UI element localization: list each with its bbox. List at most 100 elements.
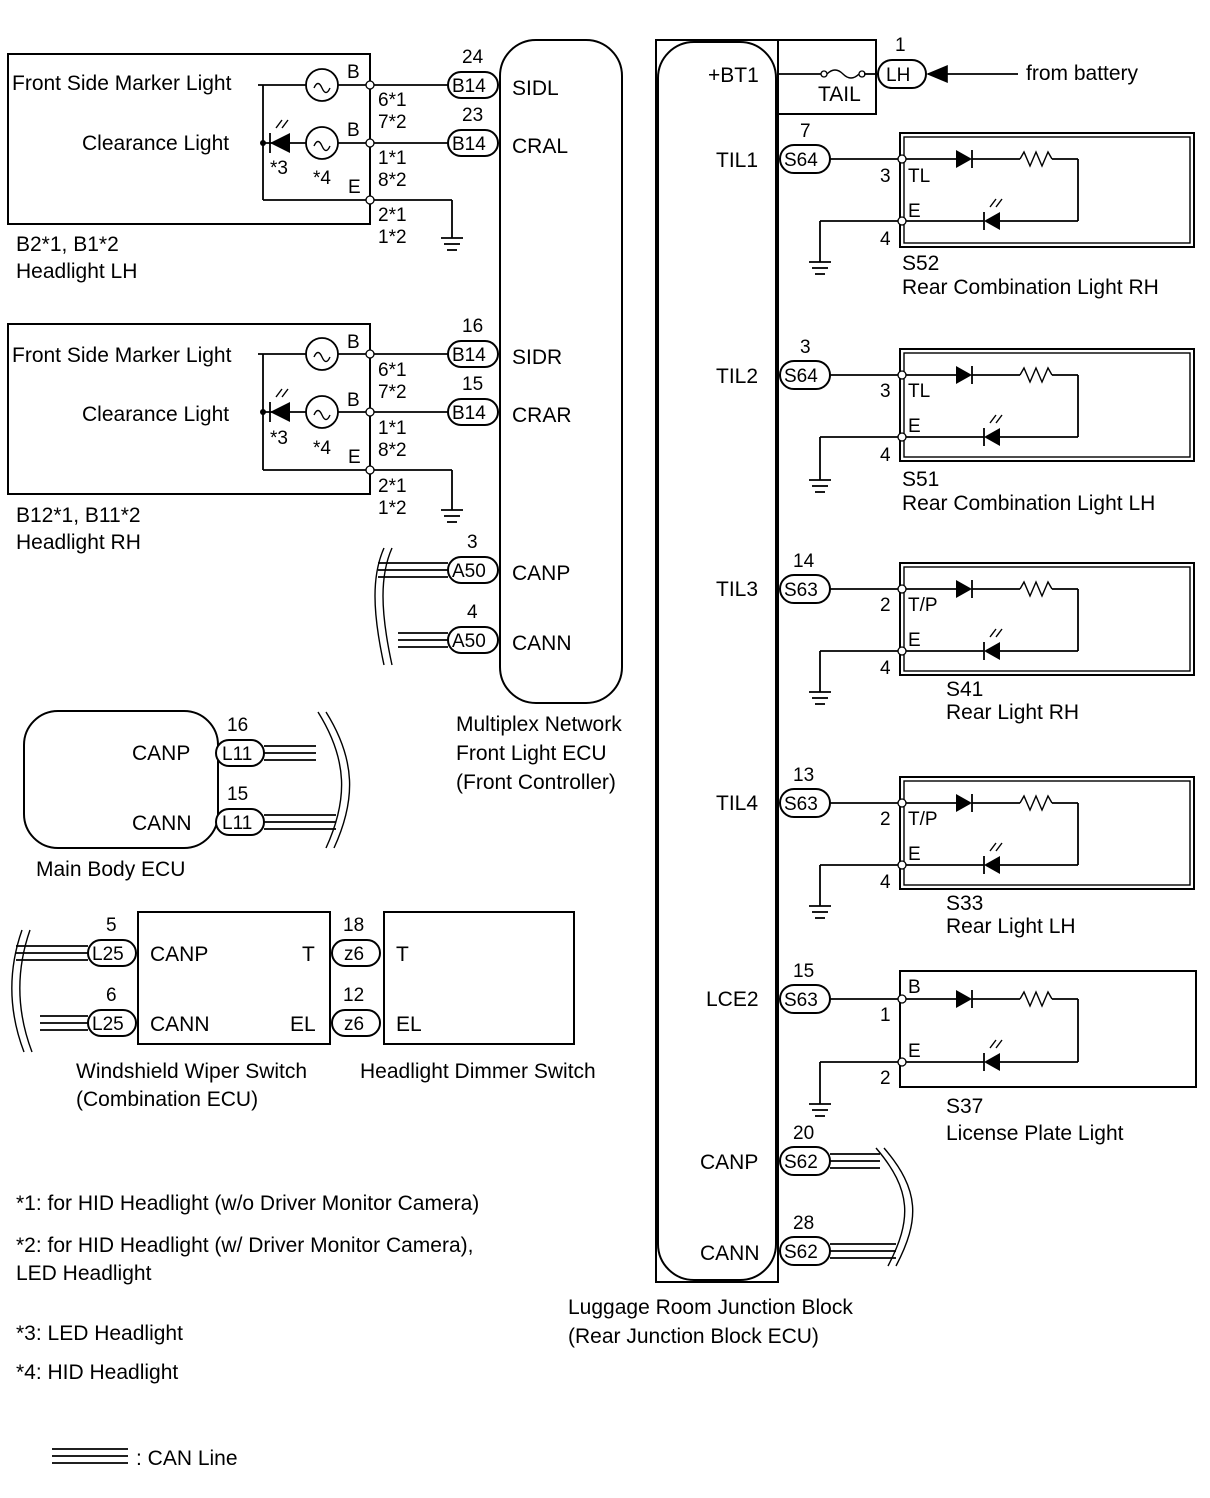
term-label: TL (908, 166, 930, 187)
jb-term-canp: CANP (700, 1151, 758, 1174)
light-code: S37 (946, 1095, 983, 1118)
term-label: B (908, 977, 921, 998)
front-light-ecu: SIDL CRAL SIDR CRAR CANP CANN Multiplex … (456, 39, 623, 794)
rear-jb-connectors: 7 S64 3 S64 14 S63 13 S63 15 S63 20 S62 … (779, 121, 914, 1267)
note-ref-4: *4 (313, 168, 331, 189)
term-label: E (908, 630, 921, 651)
pin-number: 6 (106, 985, 117, 1006)
pin-label: 1*1 (378, 148, 407, 169)
jb-term-til2: TIL2 (716, 365, 758, 388)
light-code: S51 (902, 468, 939, 491)
main-body-ecu: CANP CANN Main Body ECU 16 L11 15 L11 (23, 710, 351, 881)
headlight-rh: Front Side Marker Light Clearance Light … (7, 323, 463, 554)
connector-l25: L25 (92, 1014, 124, 1035)
connector-s63: S63 (784, 990, 818, 1011)
luggage-room-junction-block: +BT1 TIL1 TIL2 TIL3 TIL4 LCE2 CANP CANN … (568, 39, 853, 1348)
pin-number: 20 (793, 1123, 814, 1144)
light-code: S41 (946, 678, 983, 701)
pin-number: 7 (800, 121, 811, 142)
pin-number: 28 (793, 1213, 814, 1234)
from-battery-label: from battery (1026, 62, 1139, 85)
pin-label: 2 (880, 809, 891, 830)
headlight-rh-name: Headlight RH (16, 531, 141, 554)
wiper-term-canp: CANP (150, 943, 208, 966)
front-ecu-can-lines (374, 547, 448, 666)
wiper-term-el: EL (290, 1013, 316, 1036)
pin-label: 7*2 (378, 112, 407, 133)
connector-s62: S62 (784, 1242, 818, 1263)
connector-s64: S64 (784, 366, 818, 387)
windshield-wiper-switch: 5 L25 6 L25 CANP CANN T EL Windshield Wi… (11, 911, 331, 1111)
rear-combination-light-rh: 3 TL E 4 S52 Rear Combination Light RH (809, 132, 1195, 299)
front-ecu-connectors: 24 B14 23 B14 16 B14 15 B14 3 A50 4 A50 (447, 47, 499, 654)
pin-label: 7*2 (378, 382, 407, 403)
connector-s63: S63 (784, 580, 818, 601)
note-ref-3: *3 (270, 158, 288, 179)
term-e: E (348, 447, 361, 468)
headlight-lh: Front Side Marker Light Clearance Light … (7, 53, 463, 283)
pin-number: 15 (793, 961, 814, 982)
ecu-term-cann: CANN (512, 632, 572, 655)
pin-number: 15 (227, 784, 248, 805)
pin-number: 1 (895, 35, 906, 56)
term-e: E (348, 177, 361, 198)
note-ref-4: *4 (313, 438, 331, 459)
pin-number: 5 (106, 915, 117, 936)
dimmer-term-t: T (396, 943, 409, 966)
license-plate-light: 1 B E 2 S37 License Plate Light (809, 970, 1197, 1145)
main-body-term-canp: CANP (132, 742, 190, 765)
tail-fuse-section: TAIL 1 LH from battery (777, 35, 1139, 115)
jb-term-til4: TIL4 (716, 792, 758, 815)
note-2-cont: LED Headlight (16, 1262, 152, 1285)
connector-a50: A50 (452, 631, 486, 652)
note-2: *2: for HID Headlight (w/ Driver Monitor… (16, 1234, 473, 1257)
term-b: B (347, 62, 360, 83)
legend-can-line: : CAN Line (136, 1447, 238, 1470)
note-1: *1: for HID Headlight (w/o Driver Monito… (16, 1192, 479, 1215)
pin-label: 2*1 (378, 476, 407, 497)
footnotes: *1: for HID Headlight (w/o Driver Monito… (16, 1192, 479, 1470)
ecu-term-sidl: SIDL (512, 77, 559, 100)
pin-label: 1*2 (378, 498, 407, 519)
pin-label: 1*1 (378, 418, 407, 439)
pin-label: 8*2 (378, 170, 407, 191)
wiper-switch-name-1: Windshield Wiper Switch (76, 1060, 307, 1083)
clearance-label: Clearance Light (82, 132, 229, 155)
light-name: Rear Combination Light RH (902, 276, 1159, 299)
side-marker-label: Front Side Marker Light (12, 344, 232, 367)
connector-b14: B14 (452, 345, 486, 366)
headlight-lh-name: Headlight LH (16, 260, 137, 283)
jb-term-bt1: +BT1 (708, 64, 759, 87)
connector-b14: B14 (452, 76, 486, 97)
main-body-ecu-name: Main Body ECU (36, 858, 185, 881)
term-b: B (347, 332, 360, 353)
ecu-term-canp: CANP (512, 562, 570, 585)
ecu-term-cral: CRAL (512, 135, 568, 158)
connector-l25: L25 (92, 944, 124, 965)
pin-number: 15 (462, 374, 483, 395)
dimmer-switch-name: Headlight Dimmer Switch (360, 1060, 596, 1083)
jb-term-til3: TIL3 (716, 578, 758, 601)
light-code: S52 (902, 252, 939, 275)
headlight-lh-code: B2*1, B1*2 (16, 233, 119, 256)
pin-label: 3 (880, 166, 891, 187)
jb-term-lce2: LCE2 (706, 988, 759, 1011)
pin-label: 4 (880, 872, 891, 893)
pin-label: 2*1 (378, 205, 407, 226)
pin-label: 6*1 (378, 90, 407, 111)
ecu-term-crar: CRAR (512, 404, 572, 427)
ecu-term-sidr: SIDR (512, 346, 562, 369)
connector-z6: z6 (344, 1014, 364, 1035)
side-marker-label: Front Side Marker Light (12, 72, 232, 95)
connector-b14: B14 (452, 403, 486, 424)
term-label: E (908, 1041, 921, 1062)
connector-a50: A50 (452, 561, 486, 582)
pin-label: 4 (880, 229, 891, 250)
term-b: B (347, 390, 360, 411)
main-body-term-cann: CANN (132, 812, 192, 835)
jb-name-1: Luggage Room Junction Block (568, 1296, 853, 1319)
term-label: T/P (908, 809, 938, 830)
pin-number: 12 (343, 985, 364, 1006)
pin-number: 18 (343, 915, 364, 936)
